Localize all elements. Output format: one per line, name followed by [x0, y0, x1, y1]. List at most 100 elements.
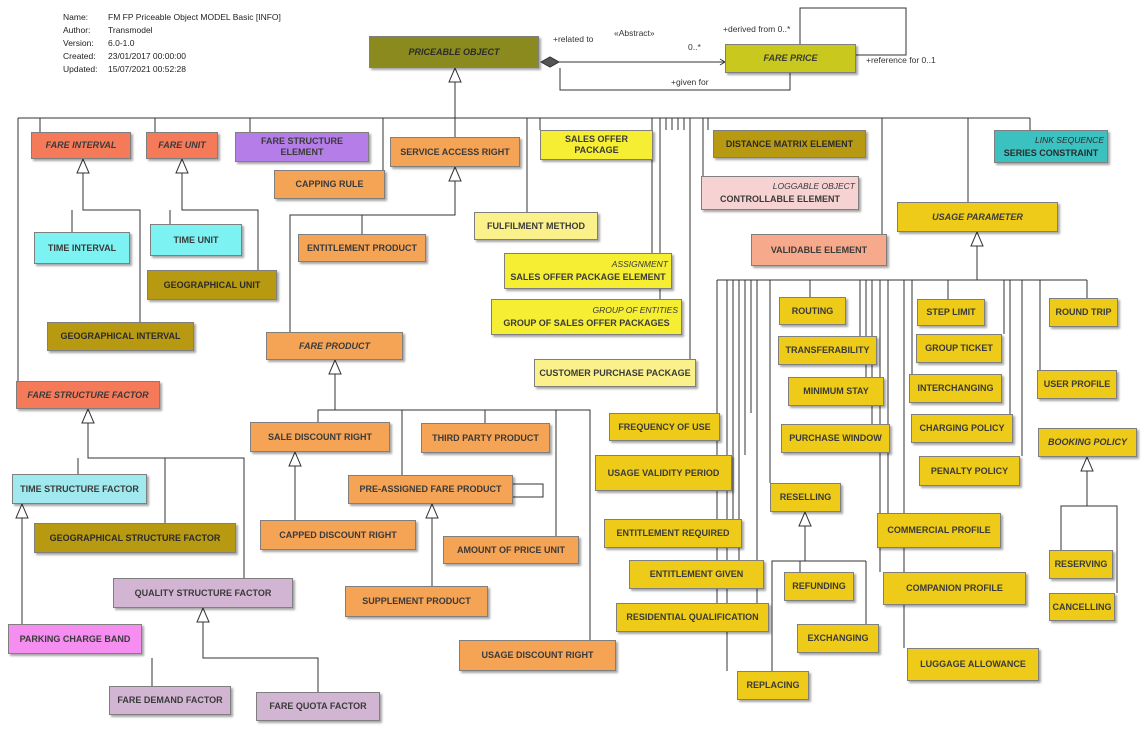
class-name: CONTROLLABLE ELEMENT [720, 194, 840, 204]
derived-from-label: +derived from 0..* [723, 24, 791, 34]
class-routing[interactable]: ROUTING [779, 297, 846, 325]
class-fare-unit[interactable]: FARE UNIT [146, 132, 218, 159]
class-frequency-of-use[interactable]: FREQUENCY OF USE [609, 413, 720, 441]
derived-from-self-association [799, 7, 907, 56]
class-entitlement-required[interactable]: ENTITLEMENT REQUIRED [604, 519, 742, 548]
class-name: PENALTY POLICY [930, 465, 1009, 476]
class-fare-price[interactable]: FARE PRICE [725, 44, 856, 73]
aggregation-diamond [539, 56, 561, 68]
class-booking-policy[interactable]: BOOKING POLICY [1038, 428, 1137, 457]
class-time-interval[interactable]: TIME INTERVAL [34, 232, 130, 264]
class-name: PRICEABLE OBJECT [408, 46, 500, 57]
class-name: GROUP OF SALES OFFER PACKAGES [503, 318, 670, 328]
class-name: FARE QUOTA FACTOR [269, 701, 367, 711]
class-exchanging[interactable]: EXCHANGING [797, 624, 879, 653]
class-group-of-sales-offer-packages[interactable]: GROUP OF ENTITIES GROUP OF SALES OFFER PA… [491, 299, 682, 335]
class-capped-discount-right[interactable]: CAPPED DISCOUNT RIGHT [260, 520, 416, 550]
class-residential-qualification[interactable]: RESIDENTIAL QUALIFICATION [616, 603, 769, 632]
class-transferability[interactable]: TRANSFERABILITY [778, 336, 877, 365]
related-to-label: +related to [553, 34, 594, 44]
class-name: FREQUENCY OF USE [618, 421, 711, 432]
class-geographical-unit[interactable]: GEOGRAPHICAL UNIT [147, 270, 277, 300]
class-name: GROUP TICKET [925, 343, 993, 353]
class-sale-discount-right[interactable]: SALE DISCOUNT RIGHT [250, 422, 390, 452]
class-usage-discount-right[interactable]: USAGE DISCOUNT RIGHT [459, 640, 616, 671]
class-fare-demand-factor[interactable]: FARE DEMAND FACTOR [109, 686, 231, 715]
class-round-trip[interactable]: ROUND TRIP [1049, 298, 1118, 327]
class-geographical-interval[interactable]: GEOGRAPHICAL INTERVAL [47, 322, 194, 351]
diagram-name: FM FP Priceable Object MODEL Basic [INFO… [108, 12, 281, 22]
class-name: QUALITY STRUCTURE FACTOR [134, 587, 272, 598]
class-name: SALES OFFER PACKAGE ELEMENT [510, 272, 666, 282]
class-usage-validity-period[interactable]: USAGE VALIDITY PERIOD [595, 455, 732, 491]
class-usage-parameter[interactable]: USAGE PARAMETER [897, 202, 1058, 232]
class-name: SERVICE ACCESS RIGHT [400, 146, 510, 157]
class-name: RESELLING [779, 492, 832, 502]
class-name: TRANSFERABILITY [785, 345, 870, 355]
class-sales-offer-package[interactable]: SALES OFFER PACKAGE [540, 130, 653, 160]
class-purchase-window[interactable]: PURCHASE WINDOW [781, 424, 890, 453]
class-fare-quota-factor[interactable]: FARE QUOTA FACTOR [256, 692, 380, 721]
class-name: AMOUNT OF PRICE UNIT [457, 544, 565, 555]
class-entitlement-given[interactable]: ENTITLEMENT GIVEN [629, 560, 764, 589]
class-fare-interval[interactable]: FARE INTERVAL [31, 132, 131, 159]
class-penalty-policy[interactable]: PENALTY POLICY [919, 456, 1020, 486]
class-fulfilment-method[interactable]: FULFILMENT METHOD [474, 212, 598, 240]
class-name: FARE PRICE [763, 53, 818, 63]
class-fare-product[interactable]: FARE PRODUCT [266, 332, 403, 360]
class-name: SERIES CONSTRAINT [1003, 147, 1099, 158]
connector [1087, 505, 1118, 593]
class-cancelling[interactable]: CANCELLING [1049, 593, 1115, 621]
class-time-unit[interactable]: TIME UNIT [150, 224, 242, 256]
class-validable-element[interactable]: VALIDABLE ELEMENT [751, 234, 887, 266]
class-charging-policy[interactable]: CHARGING POLICY [911, 414, 1013, 443]
given-for-association [559, 68, 791, 91]
class-service-access-right[interactable]: SERVICE ACCESS RIGHT [390, 137, 520, 167]
stereotype-label: GROUP OF ENTITIES [592, 305, 678, 315]
class-geographical-structure-factor[interactable]: GEOGRAPHICAL STRUCTURE FACTOR [34, 523, 236, 553]
class-name: THIRD PARTY PRODUCT [432, 432, 539, 443]
class-step-limit[interactable]: STEP LIMIT [917, 299, 985, 326]
connector [289, 181, 456, 332]
class-name: ENTITLEMENT GIVEN [649, 569, 744, 579]
class-priceable-object[interactable]: PRICEABLE OBJECT [369, 36, 539, 68]
class-group-ticket[interactable]: GROUP TICKET [916, 334, 1002, 363]
class-companion-profile[interactable]: COMPANION PROFILE [883, 572, 1026, 605]
class-replacing[interactable]: REPLACING [737, 671, 809, 700]
class-fare-structure-factor[interactable]: FARE STRUCTURE FACTOR [16, 381, 160, 409]
class-name: FARE UNIT [158, 140, 206, 150]
class-luggage-allowance[interactable]: LUGGAGE ALLOWANCE [907, 648, 1039, 681]
class-time-structure-factor[interactable]: TIME STRUCTURE FACTOR [12, 474, 147, 504]
class-interchanging[interactable]: INTERCHANGING [909, 374, 1002, 403]
class-amount-of-price-unit[interactable]: AMOUNT OF PRICE UNIT [443, 536, 579, 564]
class-name: MINIMUM STAY [803, 386, 869, 396]
fare-unit-generalization [175, 157, 189, 174]
class-pre-assigned-fare-product[interactable]: PRE-ASSIGNED FARE PRODUCT [348, 475, 513, 504]
class-customer-purchase-package[interactable]: CUSTOMER PURCHASE PACKAGE [534, 359, 696, 387]
class-supplement-product[interactable]: SUPPLEMENT PRODUCT [345, 586, 488, 617]
class-entitlement-product[interactable]: ENTITLEMENT PRODUCT [298, 234, 426, 262]
class-parking-charge-band[interactable]: PARKING CHARGE BAND [8, 624, 142, 654]
class-fare-structure-element[interactable]: FARE STRUCTURE ELEMENT [235, 132, 369, 162]
class-distance-matrix-element[interactable]: DISTANCE MATRIX ELEMENT [713, 130, 866, 158]
connector [181, 173, 259, 270]
class-third-party-product[interactable]: THIRD PARTY PRODUCT [421, 423, 550, 453]
class-user-profile[interactable]: USER PROFILE [1037, 370, 1117, 399]
diagram-version: 6.0-1.0 [108, 38, 135, 48]
class-reselling[interactable]: RESELLING [770, 483, 841, 512]
fare-interval-generalization [76, 157, 90, 174]
connector [202, 622, 319, 692]
class-reserving[interactable]: RESERVING [1049, 550, 1113, 579]
class-refunding[interactable]: REFUNDING [784, 572, 854, 601]
class-capping-rule[interactable]: CAPPING RULE [274, 170, 385, 199]
reference-for-label: +reference for 0..1 [866, 55, 936, 65]
class-commercial-profile[interactable]: COMMERCIAL PROFILE [877, 513, 1001, 548]
class-name: ENTITLEMENT PRODUCT [307, 242, 417, 253]
class-minimum-stay[interactable]: MINIMUM STAY [788, 377, 884, 406]
class-name: FULFILMENT METHOD [487, 220, 585, 231]
quality-structure-factor-generalization [196, 606, 210, 623]
class-quality-structure-factor[interactable]: QUALITY STRUCTURE FACTOR [113, 578, 293, 608]
